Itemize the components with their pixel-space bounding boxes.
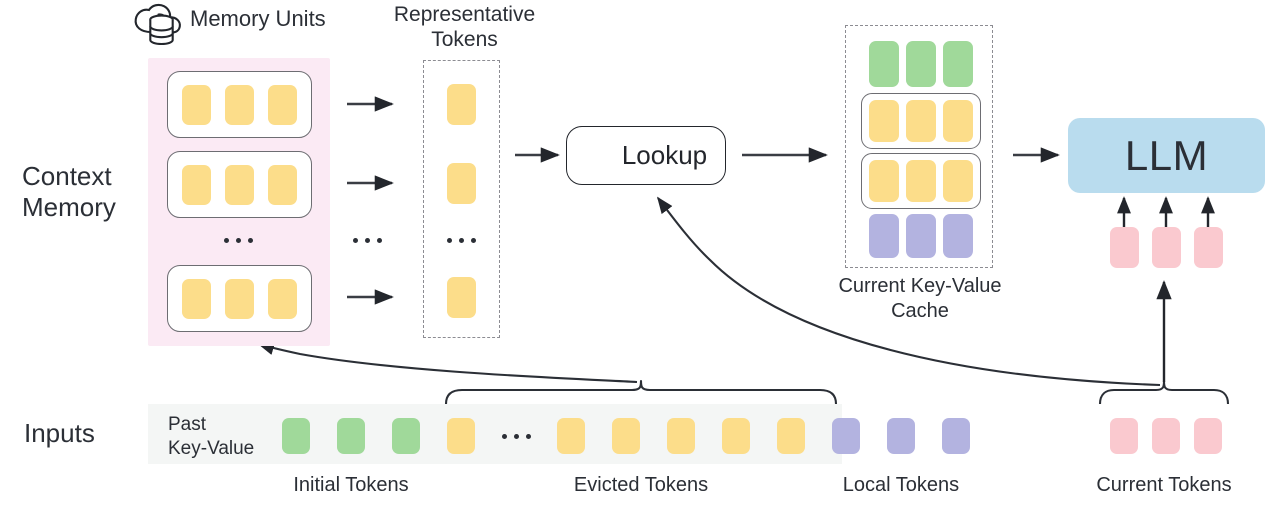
brace-evicted-tokens	[444, 379, 838, 405]
representative-token-n	[447, 277, 476, 318]
kv-row-retrieved-unit-2[interactable]	[861, 153, 981, 209]
past-key-value-label: Past Key-Value	[168, 414, 255, 459]
memory-token	[225, 164, 254, 205]
lookup-button[interactable]: Lookup	[566, 126, 726, 185]
memory-token	[268, 84, 297, 125]
input-token-local-1	[832, 418, 860, 454]
input-token-local-3	[942, 418, 970, 454]
memory-arrows-ellipsis	[353, 238, 382, 243]
memory-units-label: Memory Units	[190, 6, 326, 31]
memory-units-ellipsis	[224, 238, 253, 243]
cloud-database-icon	[134, 3, 181, 46]
input-token-evicted-1	[447, 418, 475, 454]
kv-token-green	[906, 41, 936, 87]
input-token-current-1	[1110, 418, 1138, 454]
kv-row-local	[869, 214, 973, 258]
local-tokens-caption: Local Tokens	[842, 474, 960, 496]
inputs-label: Inputs	[24, 418, 95, 448]
memory-unit-2[interactable]	[167, 151, 312, 218]
representative-tokens-container	[423, 60, 500, 338]
representative-tokens-ellipsis	[447, 238, 476, 243]
input-token-local-2	[887, 418, 915, 454]
memory-token	[268, 164, 297, 205]
input-token-initial-3	[392, 418, 420, 454]
input-token-evicted-3	[612, 418, 640, 454]
kv-token-yellow	[869, 100, 899, 142]
memory-token	[268, 278, 297, 319]
representative-tokens-label: Representative Tokens	[393, 3, 536, 52]
kv-row-initial	[869, 41, 973, 87]
kv-token-green	[869, 41, 899, 87]
memory-unit-1[interactable]	[167, 71, 312, 138]
kv-row-retrieved-unit-1[interactable]	[861, 93, 981, 149]
input-token-evicted-5	[722, 418, 750, 454]
llm-input-token-2	[1152, 227, 1181, 268]
memory-token	[225, 84, 254, 125]
llm-label: LLM	[1124, 131, 1209, 179]
representative-token-2	[447, 163, 476, 204]
initial-tokens-caption: Initial Tokens	[293, 474, 409, 496]
current-tokens-caption: Current Tokens	[1096, 474, 1232, 496]
lookup-label: Lookup	[621, 140, 708, 170]
evicted-tokens-caption: Evicted Tokens	[573, 474, 709, 496]
memory-token	[225, 278, 254, 319]
kv-token-purple	[943, 214, 973, 258]
input-token-current-2	[1152, 418, 1180, 454]
input-evicted-ellipsis	[502, 434, 531, 439]
memory-unit-n[interactable]	[167, 265, 312, 332]
kv-token-yellow	[943, 100, 973, 142]
kv-cache-label: Current Key-Value Cache	[838, 275, 1002, 322]
input-token-initial-1	[282, 418, 310, 454]
kv-token-yellow	[906, 100, 936, 142]
kv-token-yellow	[869, 160, 899, 202]
brace-current-tokens	[1098, 379, 1230, 405]
memory-token	[182, 84, 211, 125]
input-token-evicted-6	[777, 418, 805, 454]
kv-token-green	[943, 41, 973, 87]
llm-box[interactable]: LLM	[1068, 118, 1265, 193]
kv-cache-container	[845, 25, 993, 268]
kv-token-yellow	[943, 160, 973, 202]
input-token-evicted-2	[557, 418, 585, 454]
input-token-current-3	[1194, 418, 1222, 454]
memory-token	[182, 164, 211, 205]
kv-token-purple	[869, 214, 899, 258]
arrow-evicted-to-context-memory	[257, 342, 638, 384]
kv-token-purple	[906, 214, 936, 258]
memory-token	[182, 278, 211, 319]
kv-token-yellow	[906, 160, 936, 202]
representative-token-1	[447, 84, 476, 125]
input-token-evicted-4	[667, 418, 695, 454]
context-memory-label: Context Memory	[22, 161, 116, 223]
llm-input-token-1	[1110, 227, 1139, 268]
llm-input-token-3	[1194, 227, 1223, 268]
input-token-initial-2	[337, 418, 365, 454]
